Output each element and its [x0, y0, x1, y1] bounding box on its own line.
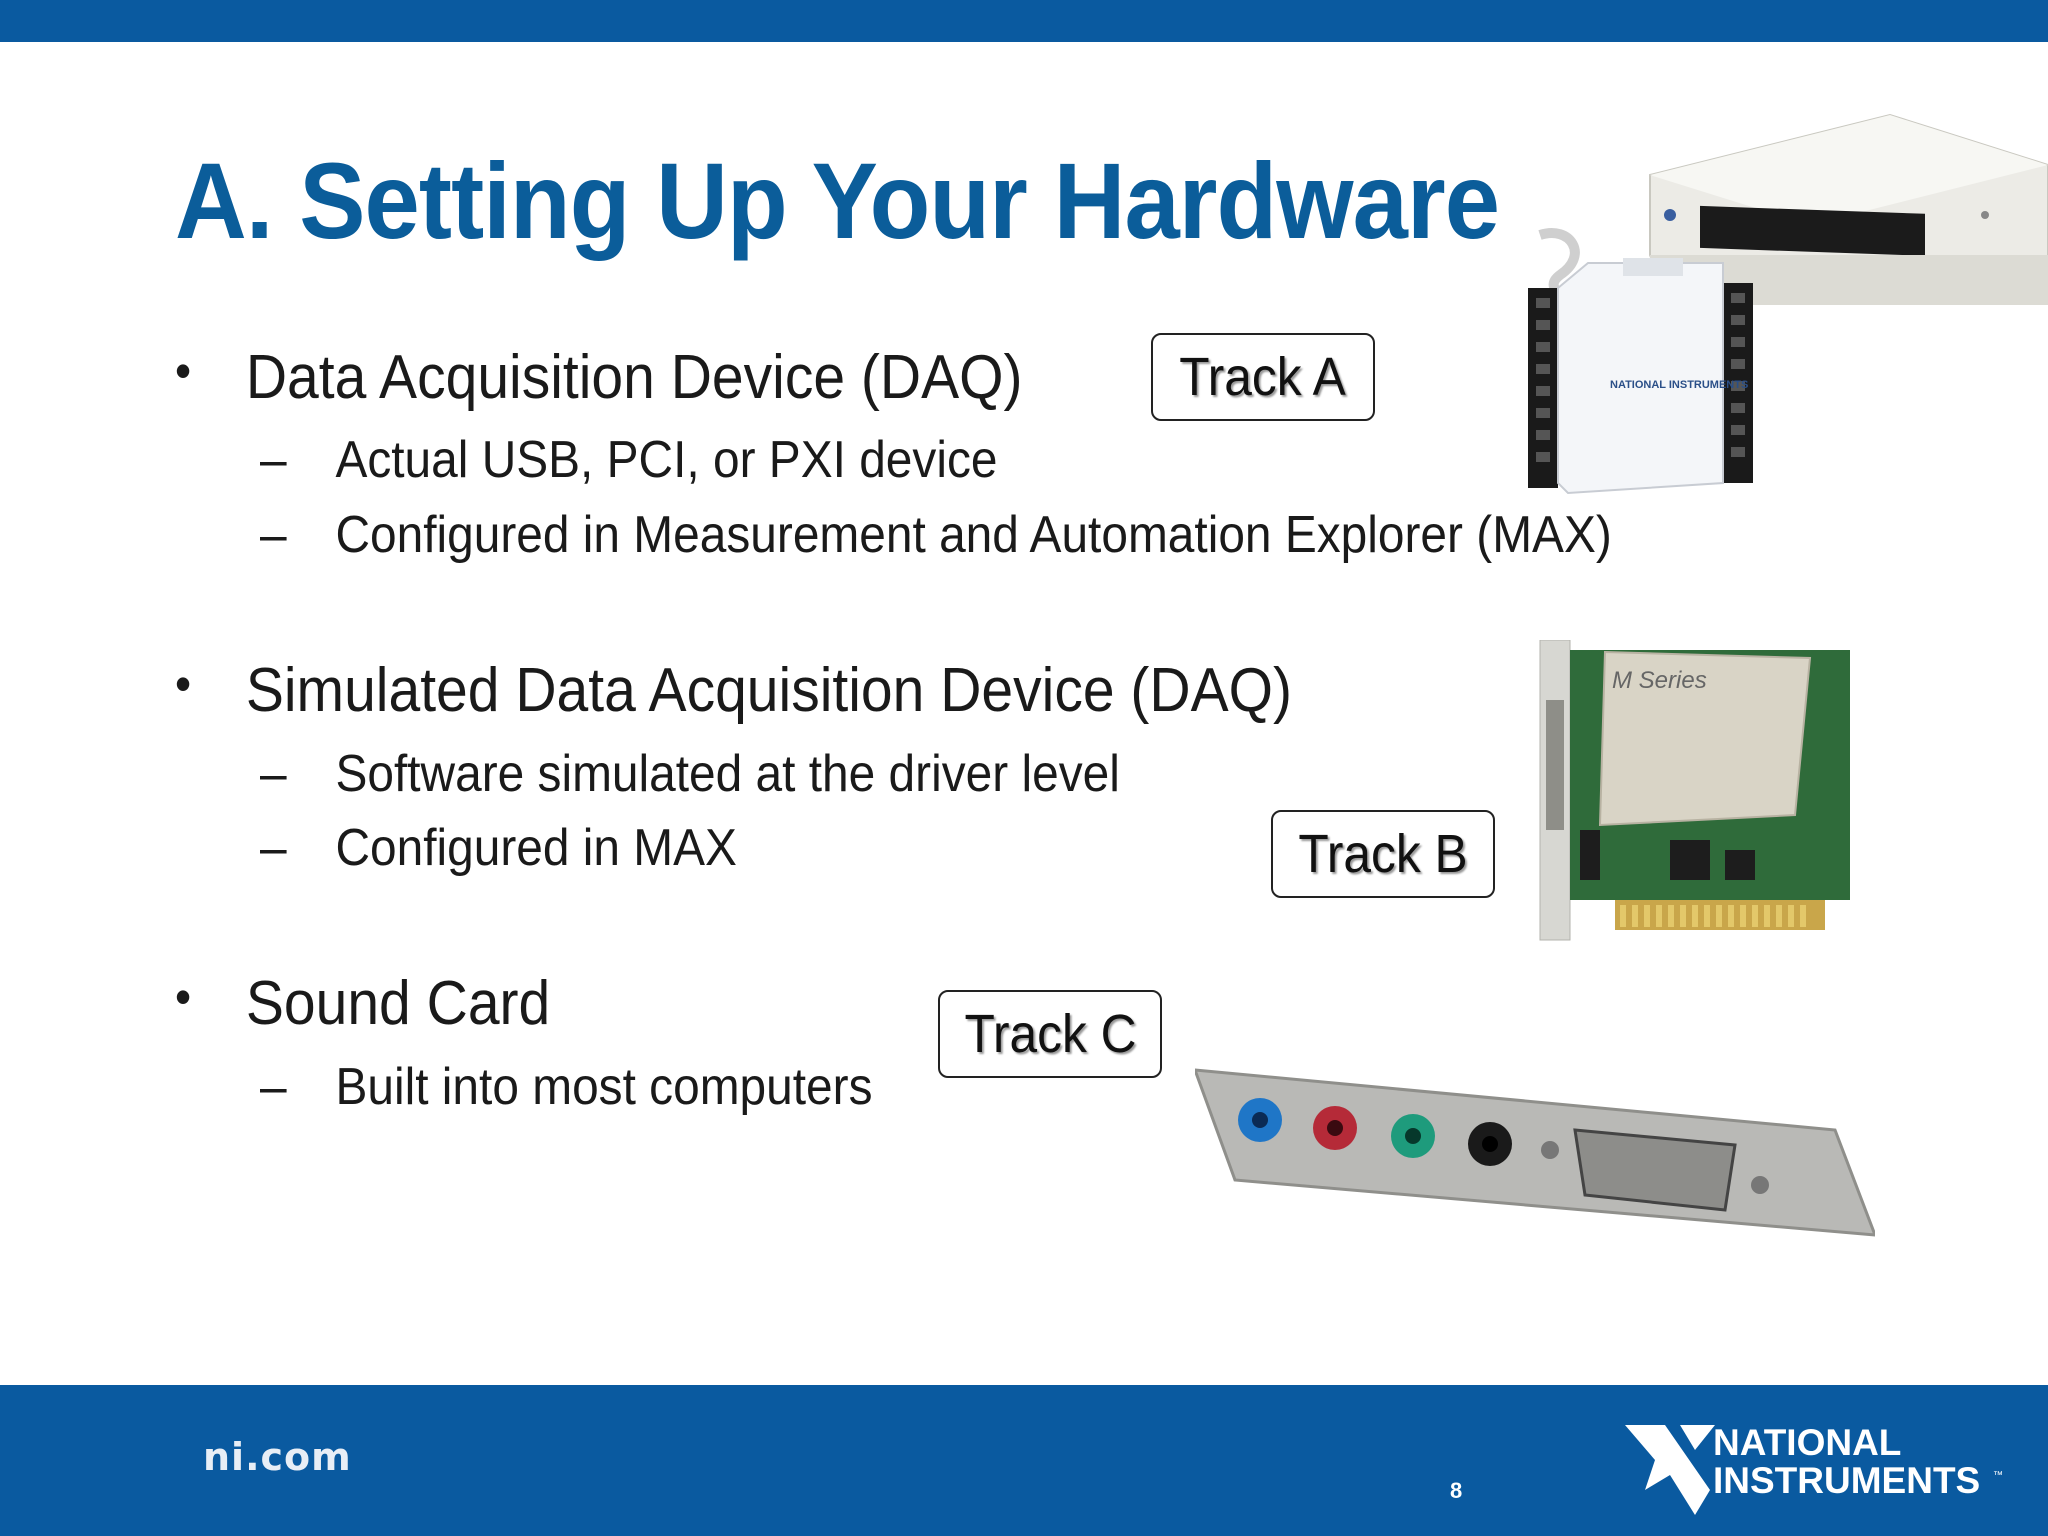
- track-c-box: Track C: [938, 990, 1162, 1078]
- bullet-text: Simulated Data Acquisition Device (DAQ): [245, 656, 1293, 725]
- slide-title: A. Setting Up Your Hardware: [175, 140, 1500, 261]
- ni-eagle-icon: [1625, 1425, 1715, 1515]
- bullet-text: Sound Card: [245, 969, 551, 1038]
- dash-marker: –: [260, 431, 287, 489]
- sub-text: Built into most computers: [335, 1058, 873, 1116]
- bullet-text: Data Acquisition Device (DAQ): [245, 343, 1023, 412]
- site-url: ni.com: [203, 1435, 352, 1479]
- logo-trademark: ™: [1993, 1470, 2003, 1481]
- dash-marker: –: [260, 819, 287, 877]
- usb-daq-image: NATIONAL INSTRUMENTS: [1528, 258, 1753, 495]
- logo-wordmark: NATIONAL INSTRUMENTS: [1713, 1424, 1980, 1500]
- footer-banner: [0, 1385, 2048, 1536]
- track-b-label: Track B: [1298, 824, 1468, 884]
- usb-daq-logo-text: NATIONAL INSTRUMENTS: [1610, 379, 1748, 391]
- dash-marker: –: [260, 506, 287, 564]
- page-number: 8: [1450, 1478, 1463, 1503]
- bullet-marker: •: [175, 343, 192, 399]
- logo-line-national: NATIONAL: [1713, 1422, 1902, 1463]
- logo-line-instruments: INSTRUMENTS: [1713, 1460, 1981, 1501]
- pci-card-image: M Series: [1539, 640, 1850, 941]
- dash-marker: –: [260, 1058, 287, 1116]
- track-a-label: Track A: [1179, 347, 1347, 407]
- bullet-marker: •: [175, 969, 192, 1025]
- sound-card-image: [1195, 1068, 1875, 1237]
- pci-card-label: M Series: [1612, 667, 1707, 694]
- track-b-box: Track B: [1271, 810, 1495, 898]
- bullet-marker: •: [175, 656, 192, 712]
- sub-text: Actual USB, PCI, or PXI device: [335, 431, 998, 489]
- sub-text: Configured in MAX: [335, 819, 737, 877]
- track-a-box: Track A: [1151, 333, 1375, 421]
- track-c-label: Track C: [963, 1004, 1137, 1064]
- national-instruments-logo: NATIONAL INSTRUMENTS ™: [1625, 1420, 2005, 1520]
- top-banner: [0, 0, 2048, 42]
- sub-text: Software simulated at the driver level: [335, 745, 1120, 803]
- sub-text: Configured in Measurement and Automation…: [335, 506, 1612, 564]
- dash-marker: –: [260, 745, 287, 803]
